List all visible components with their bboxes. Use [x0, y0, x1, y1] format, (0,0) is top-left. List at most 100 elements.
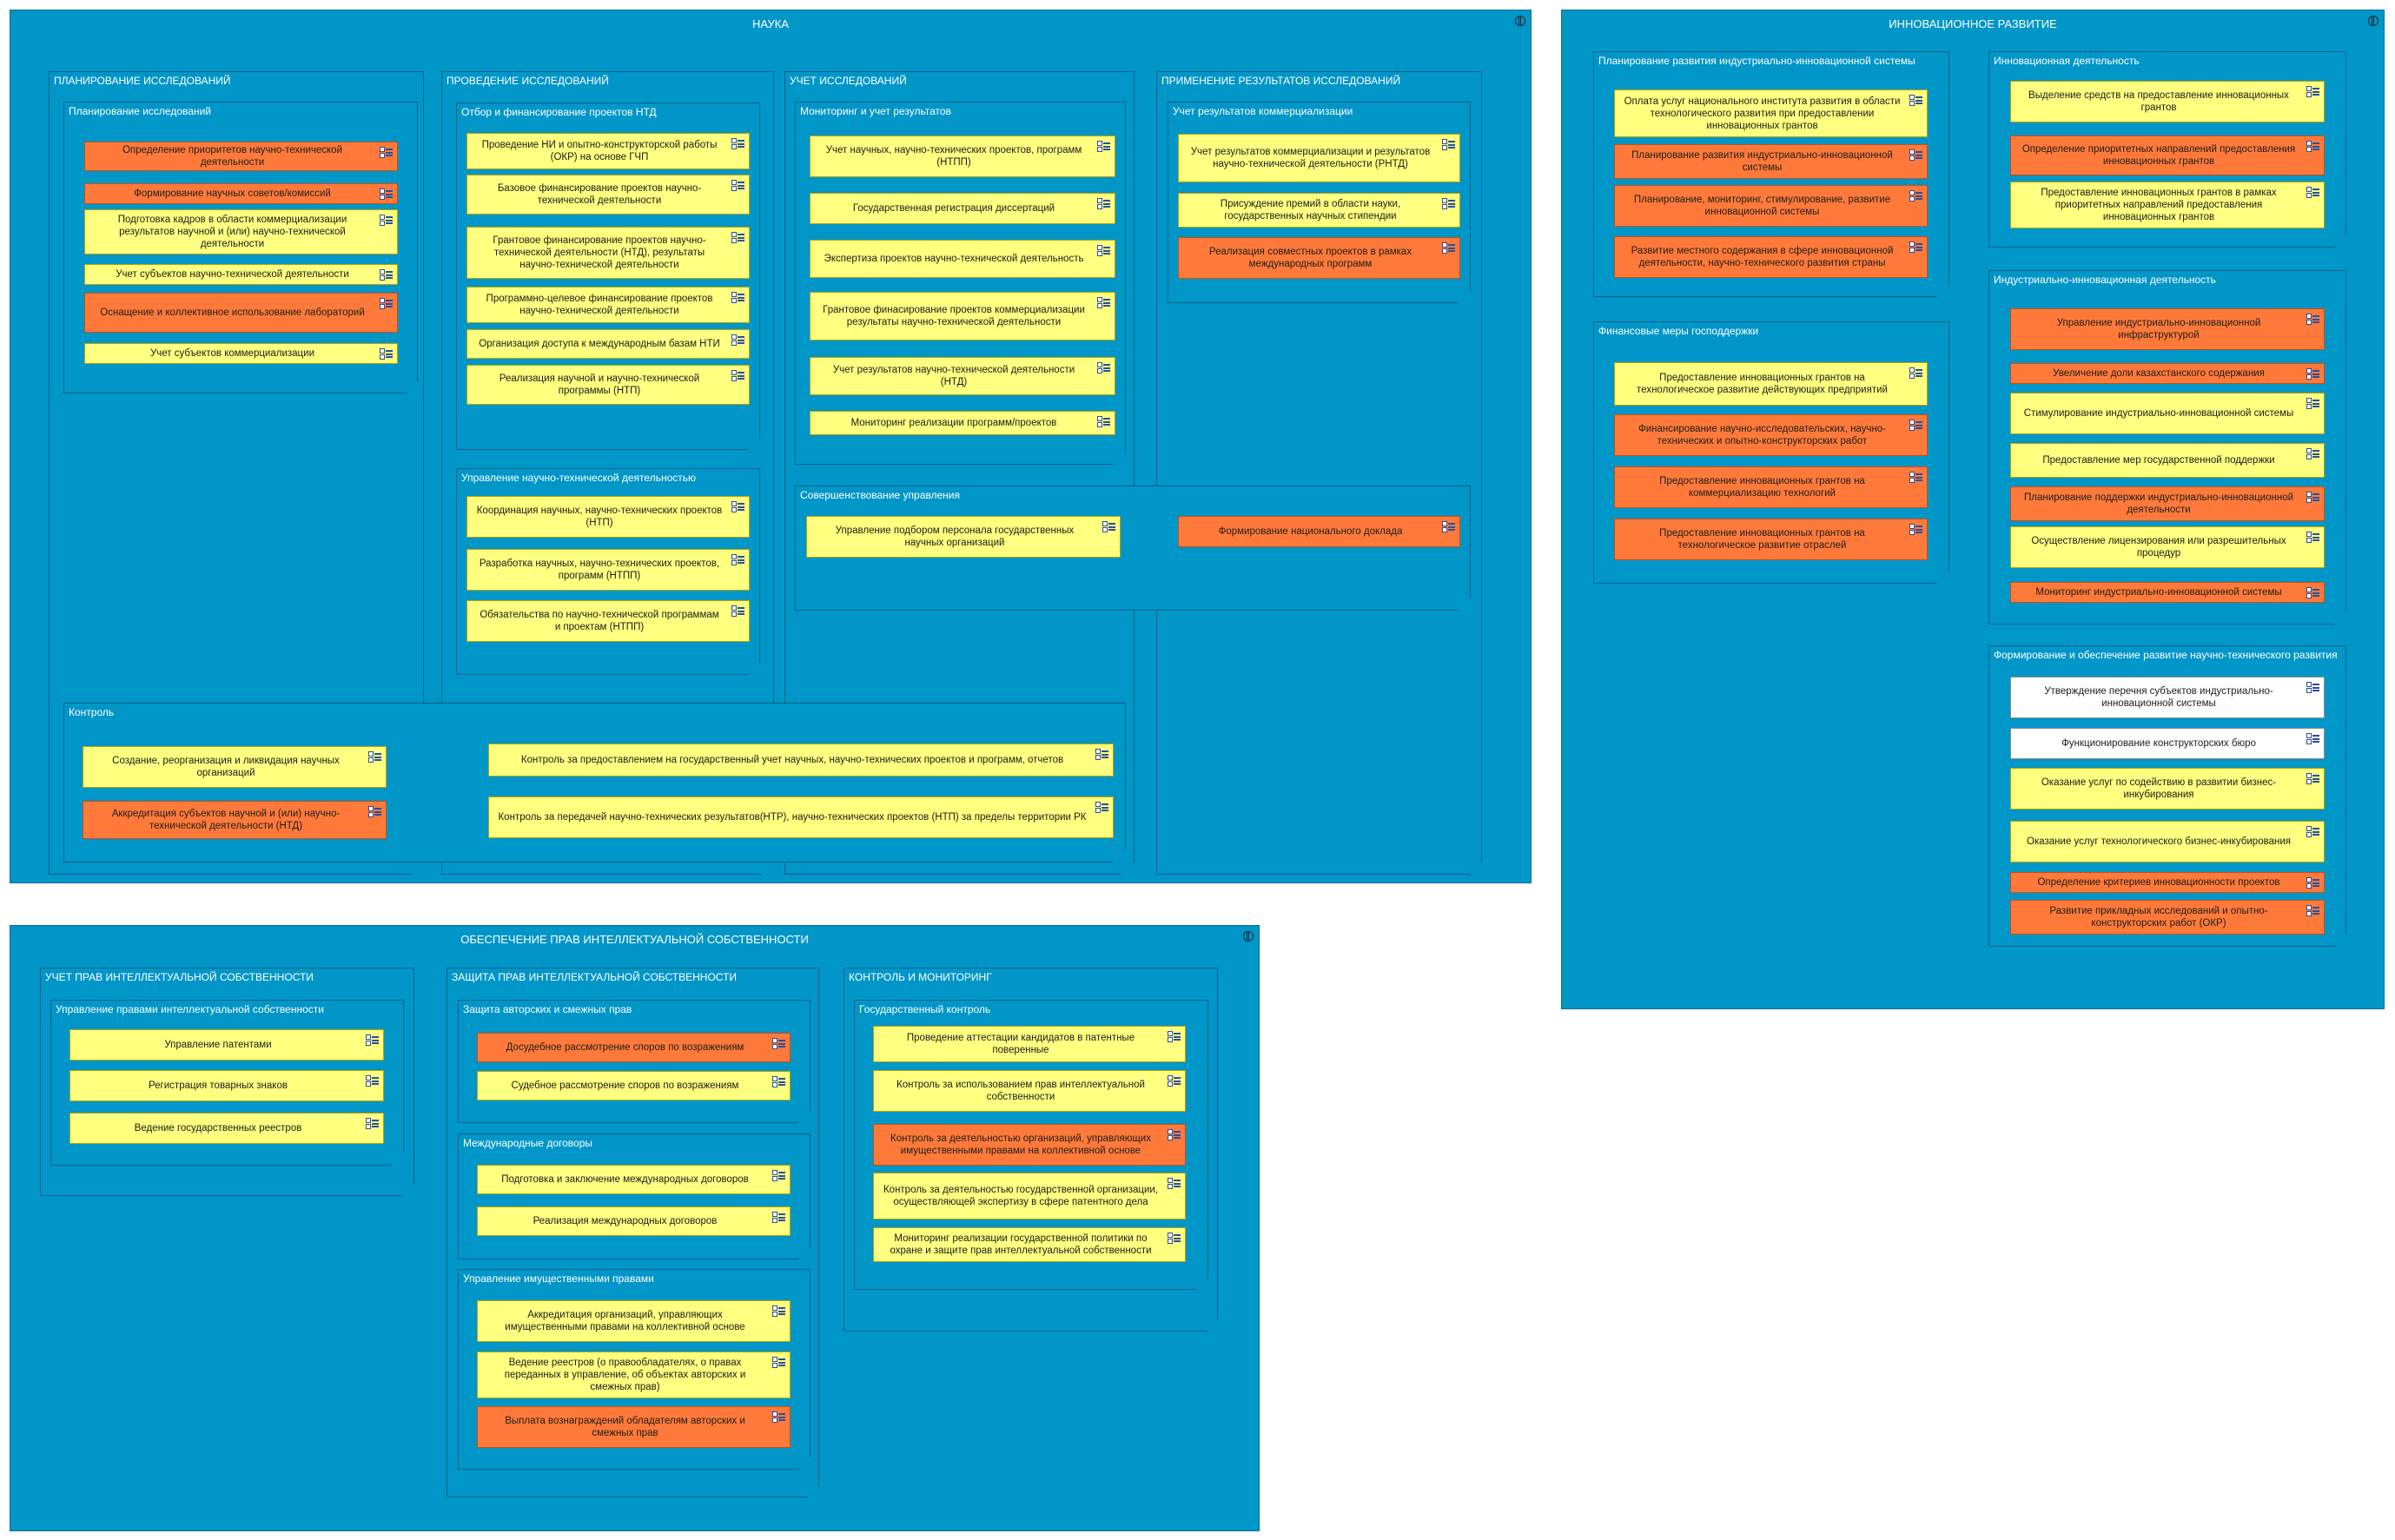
function-icon [2306, 141, 2319, 151]
element-box[interactable]: Реализация совместных проектов в рамках … [1178, 237, 1460, 279]
element-box[interactable]: Формирование национального доклада [1178, 516, 1460, 547]
element-label: Разработка научных, научно-технических п… [479, 558, 720, 581]
element-label: Определение приоритетных направлений пре… [2021, 144, 2296, 167]
element-label: Государственная регистрация диссертаций [852, 203, 1055, 214]
element-box[interactable]: Мониторинг реализации государственной по… [873, 1227, 1186, 1262]
element-label: Предоставление инновационных грантов в р… [2041, 188, 2277, 222]
element-box[interactable]: Предоставление инновационных грантов в р… [2010, 182, 2325, 228]
element-box[interactable]: Утверждение перечня субъектов индустриал… [2010, 677, 2325, 718]
element-box[interactable]: Управление подбором персонала государств… [806, 516, 1121, 558]
element-box[interactable]: Учет результатов коммерциализации и резу… [1178, 134, 1460, 182]
element-box[interactable]: Грантовое финасирование проектов коммерц… [810, 292, 1115, 340]
element-box[interactable]: Ведение реестров (о правообладателях, о … [477, 1352, 791, 1398]
element-box[interactable]: Управление индустриально-инновационной и… [2010, 308, 2325, 350]
function-icon [1168, 1178, 1181, 1188]
element-label: Оснащение и коллективное использование л… [100, 307, 365, 318]
group-title: КОНТРОЛЬ И МОНИТОРИНГ [849, 971, 992, 983]
element-label: Реализация международных договоров [533, 1216, 718, 1226]
element-box[interactable]: Контроль за деятельностью государственно… [873, 1173, 1186, 1219]
element-box[interactable]: Определение приоритетных направлений пре… [2010, 135, 2325, 175]
element-box[interactable]: Планирование, мониторинг, стимулирование… [1614, 185, 1928, 227]
element-box[interactable]: Организация доступа к международным база… [466, 329, 750, 359]
element-box[interactable]: Мониторинг реализации программ/проектов [810, 411, 1115, 435]
element-label: Выплата вознаграждений обладателям автор… [505, 1416, 745, 1438]
element-box[interactable]: Развитие местного содержания в сфере инн… [1614, 236, 1928, 278]
capability-icon [1243, 930, 1254, 942]
element-box[interactable]: Учет субъектов коммерциализации [84, 343, 398, 364]
element-label: Мониторинг реализации государственной по… [890, 1233, 1152, 1256]
element-box[interactable]: Создание, реорганизация и ликвидация нау… [83, 746, 387, 788]
element-box[interactable]: Учет результатов научно-технической деят… [810, 357, 1115, 395]
element-box[interactable]: Судебное рассмотрение споров по возражен… [477, 1071, 791, 1100]
function-icon [1909, 190, 1922, 201]
element-box[interactable]: Подготовка и заключение международных до… [477, 1165, 791, 1194]
element-box[interactable]: Предоставление инновационных грантов на … [1614, 466, 1928, 508]
element-box[interactable]: Контроль за деятельностью организаций, у… [873, 1124, 1186, 1166]
function-icon [1097, 416, 1110, 426]
element-box[interactable]: Досудебное рассмотрение споров по возраж… [477, 1033, 791, 1062]
element-box[interactable]: Программно-целевое финансирование проект… [466, 287, 750, 323]
element-box[interactable]: Предоставление инновационных грантов на … [1614, 362, 1928, 406]
element-box[interactable]: Управление патентами [69, 1029, 384, 1061]
element-box[interactable]: Оснащение и коллективное использование л… [84, 293, 398, 333]
element-label: Учет результатов коммерциализации и резу… [1190, 147, 1431, 169]
element-box[interactable]: Обязательства по научно-технической прог… [466, 600, 750, 642]
group-title: ПРОВЕДЕНИЕ ИССЛЕДОВАНИЙ [447, 75, 609, 87]
element-box[interactable]: Базовое финансирование проектов научно-т… [466, 175, 750, 215]
element-box[interactable]: Функционирование конструкторских бюро [2010, 728, 2325, 759]
element-box[interactable]: Учет научных, научно-технических проекто… [810, 135, 1115, 177]
element-box[interactable]: Проведение НИ и опытно-конструкторской р… [466, 133, 750, 169]
element-label: Экспертиза проектов научно-технической д… [824, 254, 1084, 264]
element-box[interactable]: Развитие прикладных исследований и опытн… [2010, 900, 2325, 935]
element-label: Утверждение перечня субъектов индустриал… [2044, 686, 2273, 709]
element-box[interactable]: Экспертиза проектов научно-технической д… [810, 240, 1115, 278]
element-box[interactable]: Определение критериев инновационности пр… [2010, 872, 2325, 893]
element-box[interactable]: Оплата услуг национального института раз… [1614, 89, 1928, 137]
element-box[interactable]: Аккредитация субъектов научной и (или) н… [83, 801, 387, 839]
element-label: Программно-целевое финансирование проект… [486, 294, 713, 316]
element-box[interactable]: Контроль за передачей научно-технических… [488, 796, 1114, 838]
element-box[interactable]: Увеличение доли казахстанского содержани… [2010, 363, 2325, 384]
function-icon [1168, 1233, 1181, 1243]
element-box[interactable]: Стимулирование индустриально-инновационн… [2010, 393, 2325, 434]
element-label: Грантовое финансирование проектов научно… [493, 235, 706, 270]
element-box[interactable]: Выплата вознаграждений обладателям автор… [477, 1406, 791, 1448]
element-box[interactable]: Проведение аттестации кандидатов в патен… [873, 1026, 1186, 1062]
element-box[interactable]: Предоставление мер государственной подде… [2010, 443, 2325, 478]
element-box[interactable]: Ведение государственных реестров [69, 1113, 384, 1144]
element-box[interactable]: Мониторинг индустриально-инновационной с… [2010, 582, 2325, 603]
element-box[interactable]: Формирование научных советов/комиссий [84, 183, 398, 204]
element-label: Проведение НИ и опытно-конструкторской р… [481, 140, 718, 162]
element-box[interactable]: Планирование поддержки индустриально-инн… [2010, 486, 2325, 521]
element-box[interactable]: Регистрация товарных знаков [69, 1070, 384, 1101]
element-label: Управление подбором персонала государств… [835, 525, 1075, 548]
element-box[interactable]: Координация научных, научно-технических … [466, 496, 750, 538]
element-box[interactable]: Планирование развития индустриально-инно… [1614, 144, 1928, 179]
element-box[interactable]: Контроль за использованием прав интеллек… [873, 1070, 1186, 1112]
element-box[interactable]: Реализация международных договоров [477, 1206, 791, 1236]
element-box[interactable]: Подготовка кадров в области коммерциализ… [84, 209, 398, 254]
element-box[interactable]: Предоставление инновационных грантов на … [1614, 519, 1928, 560]
element-label: Определение приоритетов научно-техническ… [122, 145, 343, 168]
element-box[interactable]: Аккредитация организаций, управляющих им… [477, 1300, 791, 1342]
function-icon [731, 180, 744, 190]
element-box[interactable]: Реализация научной и научно-технической … [466, 365, 750, 405]
element-box[interactable]: Выделение средств на предоставление инно… [2010, 81, 2325, 122]
element-box[interactable]: Присуждение премий в области науки, госу… [1178, 193, 1460, 228]
element-box[interactable]: Государственная регистрация диссертаций [810, 193, 1115, 224]
element-box[interactable]: Оказание услуг технологического бизнес-и… [2010, 821, 2325, 863]
element-box[interactable]: Осуществление лицензирования или разреши… [2010, 526, 2325, 568]
element-box[interactable]: Грантовое финансирование проектов научно… [466, 227, 750, 279]
element-box[interactable]: Контроль за предоставлением на государст… [488, 744, 1114, 777]
capability-icon [1515, 15, 1525, 26]
element-label: Ведение реестров (о правообладателях, о … [504, 1358, 746, 1392]
element-box[interactable]: Учет субъектов научно-технической деятел… [84, 264, 398, 285]
element-label: Мониторинг реализации программ/проектов [850, 418, 1057, 428]
element-box[interactable]: Оказание услуг по содействию в развитии … [2010, 768, 2325, 810]
element-box[interactable]: Определение приоритетов научно-техническ… [84, 142, 398, 171]
function-icon [1909, 367, 1922, 378]
element-label: Присуждение премий в области науки, госу… [1220, 199, 1401, 221]
element-box[interactable]: Разработка научных, научно-технических п… [466, 549, 750, 591]
function-icon [2306, 826, 2319, 836]
element-box[interactable]: Финансирование научно-исследовательских,… [1614, 414, 1928, 456]
